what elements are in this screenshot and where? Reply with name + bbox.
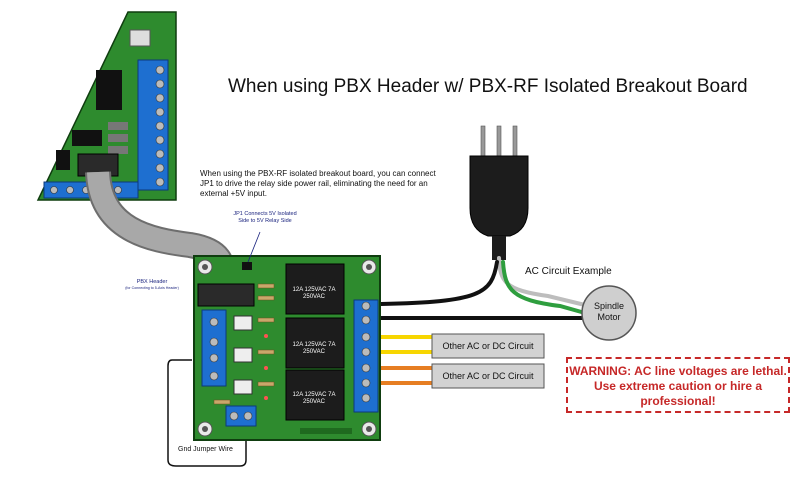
- controller-board: [36, 11, 177, 201]
- warning-box: WARNING: AC line voltages are lethal. Us…: [566, 357, 790, 413]
- warning-text: WARNING: AC line voltages are lethal. Us…: [569, 364, 787, 408]
- ac-cord-wires: [378, 256, 587, 320]
- circuit-wires: [376, 335, 435, 385]
- pbx-rf-board: [193, 255, 381, 441]
- relay-3-rating: 12A 125VAC 7A 250VAC: [292, 392, 336, 405]
- pbx-header-title: PBX Header: [136, 279, 168, 285]
- spindle-motor-label: Spindle Motor: [593, 301, 625, 322]
- pbx-header-subtitle: (for Connecting to 5-Axis Header): [125, 286, 179, 290]
- ac-plug: [469, 125, 529, 260]
- jp1-note: When using the PBX-RF isolated breakout …: [200, 169, 436, 198]
- page-title: When using PBX Header w/ PBX-RF Isolated…: [228, 76, 748, 97]
- spindle-motor: [581, 285, 637, 341]
- other-circuit-label-2: Other AC or DC Circuit: [442, 371, 534, 381]
- gnd-jumper-label: Gnd Jumper Wire: [178, 446, 233, 453]
- relay-1-rating: 12A 125VAC 7A 250VAC: [292, 287, 336, 300]
- relay-2-rating: 12A 125VAC 7A 250VAC: [292, 342, 336, 355]
- other-circuit-box-1: [431, 333, 545, 359]
- gnd-jumper-wire: [167, 359, 247, 467]
- jp1-label: JP1 Connects 5V Isolated Side to 5V Rela…: [233, 211, 297, 224]
- ac-circuit-label: AC Circuit Example: [525, 266, 612, 277]
- pbx-header-label: PBX Header (for Connecting to 5-Axis Hea…: [110, 279, 194, 291]
- other-circuit-box-2: [431, 363, 545, 389]
- other-circuit-label-1: Other AC or DC Circuit: [442, 341, 534, 351]
- jp1-pointer-line: [247, 231, 261, 263]
